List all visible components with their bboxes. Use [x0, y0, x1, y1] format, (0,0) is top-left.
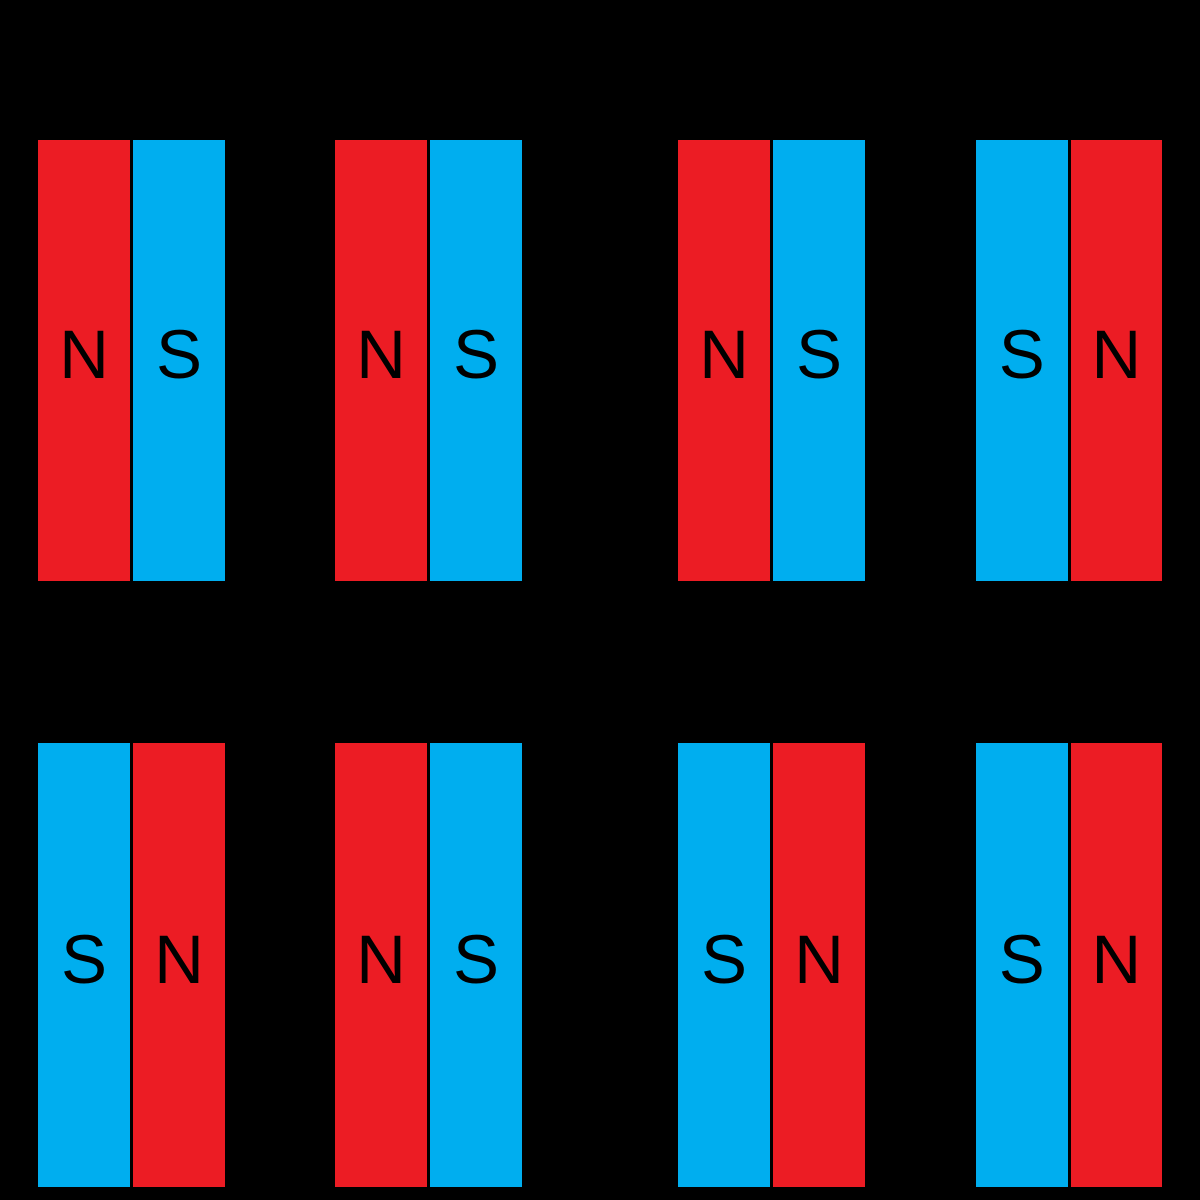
magnet-row1-4: S N: [976, 140, 1162, 581]
pole-label: N: [154, 920, 204, 998]
magnet-row1-1: N S: [38, 140, 225, 581]
pole-half: S: [133, 140, 225, 581]
magnet-row1-2: N S: [335, 140, 522, 581]
pole-half: S: [38, 743, 130, 1187]
magnet-row2-1: S N: [38, 743, 225, 1187]
magnet-row1-3: N S: [678, 140, 865, 581]
magnet-row2-2: N S: [335, 743, 522, 1187]
pole-half: S: [678, 743, 770, 1187]
pole-half: N: [335, 743, 427, 1187]
pole-label: N: [59, 316, 109, 393]
pole-half: S: [430, 140, 522, 581]
pole-label: N: [794, 920, 844, 998]
magnet-row2-4: S N: [976, 743, 1162, 1187]
pole-label: S: [452, 920, 500, 998]
pole-label: N: [1091, 316, 1142, 393]
pole-label: S: [998, 316, 1045, 393]
pole-half: N: [1070, 743, 1162, 1187]
pole-label: S: [795, 316, 843, 393]
pole-label: N: [356, 920, 406, 998]
magnet-row2-3: S N: [678, 743, 865, 1187]
pole-label: S: [452, 316, 500, 393]
pole-half: S: [773, 140, 865, 581]
pole-half: N: [678, 140, 770, 581]
pole-half: S: [430, 743, 522, 1187]
pole-label: N: [1091, 920, 1142, 998]
pole-label: S: [998, 920, 1045, 998]
pole-half: S: [976, 743, 1068, 1187]
pole-label: S: [155, 316, 203, 393]
pole-half: N: [773, 743, 865, 1187]
pole-label: S: [60, 920, 108, 998]
pole-label: N: [699, 316, 749, 393]
pole-half: N: [38, 140, 130, 581]
pole-half: N: [1070, 140, 1162, 581]
pole-half: N: [335, 140, 427, 581]
pole-half: S: [976, 140, 1068, 581]
pole-label: S: [700, 920, 748, 998]
pole-half: N: [133, 743, 225, 1187]
pole-label: N: [356, 316, 406, 393]
